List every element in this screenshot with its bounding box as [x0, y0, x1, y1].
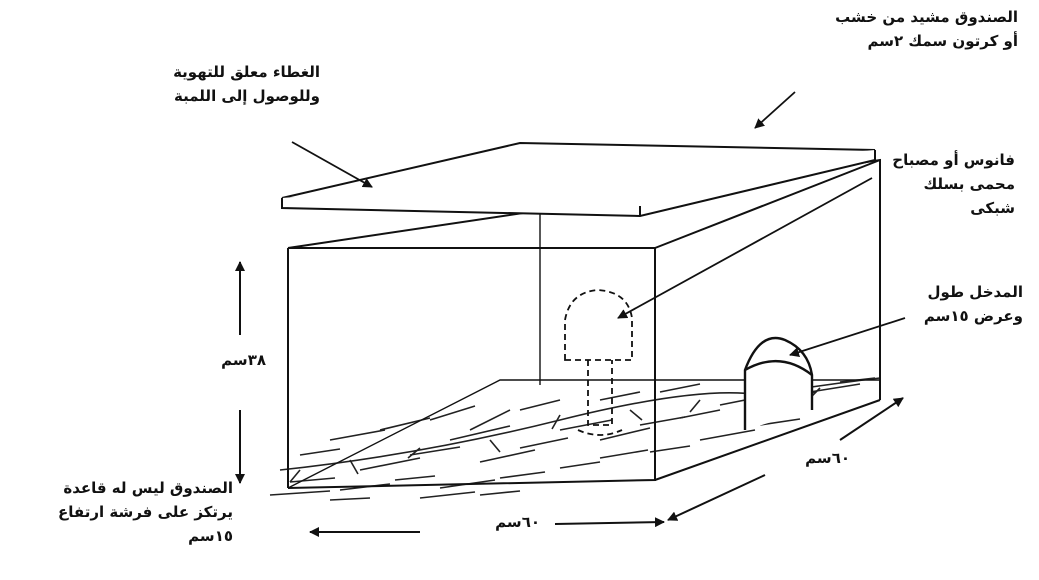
label-box-material: الصندوق مشيد من خشب أو كرتون سمك ٢سم — [778, 5, 1018, 53]
label-box-material-line2: أو كرتون سمك ٢سم — [867, 32, 1018, 50]
label-entrance: المدخل طول وعرض ١٥سم — [898, 280, 1023, 328]
label-base-line2: يرتكز على فرشة ارتفاع — [58, 503, 233, 521]
label-box-material-line1: الصندوق مشيد من خشب — [835, 8, 1018, 26]
label-lamp-line1: فانوس أو مصباح — [892, 151, 1015, 169]
arrow-box-material — [754, 91, 796, 129]
label-depth: ٦٠سم — [805, 449, 850, 467]
arrow-width-right — [554, 517, 665, 528]
label-lamp-line2: محمى بسلك — [923, 175, 1015, 193]
label-width: ٦٠سم — [495, 513, 540, 531]
arrow-entrance — [789, 317, 906, 358]
label-lamp: فانوس أو مصباح محمى بسلك شبكى — [880, 148, 1015, 220]
label-entrance-line2: وعرض ١٥سم — [923, 307, 1023, 325]
arrow-lid — [291, 141, 373, 188]
label-lid-line1: الغطاء معلق للتهوية — [173, 63, 320, 81]
arrow-lamp — [617, 177, 873, 319]
label-lamp-line3: شبكى — [970, 199, 1015, 217]
dimension-arrows — [235, 261, 904, 537]
label-height: ٣٨سم — [221, 351, 266, 369]
pointer-arrows — [291, 91, 906, 358]
label-base-line3: ١٥سم — [188, 527, 233, 545]
label-base-line1: الصندوق ليس له قاعدة — [63, 479, 233, 497]
arrow-depth-up — [839, 397, 904, 441]
lamp-icon — [564, 289, 633, 436]
label-entrance-line1: المدخل طول — [927, 283, 1023, 301]
label-lid: الغطاء معلق للتهوية وللوصول إلى اللمبة — [130, 60, 320, 108]
box-lid — [281, 141, 876, 218]
entrance-opening — [743, 336, 814, 430]
label-base: الصندوق ليس له قاعدة يرتكز على فرشة ارتف… — [8, 476, 233, 548]
label-lid-line2: وللوصول إلى اللمبة — [174, 87, 320, 105]
arrow-depth-down — [667, 474, 766, 521]
